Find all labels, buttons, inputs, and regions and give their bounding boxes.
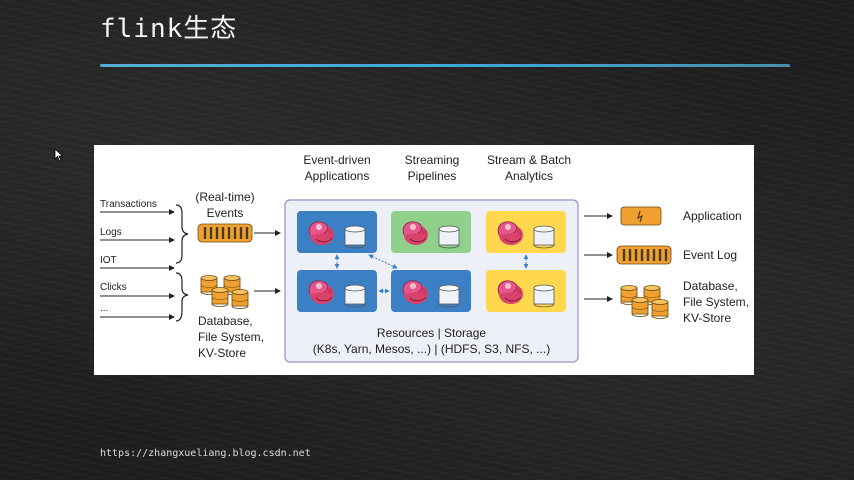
column-title-streaming: Streaming Pipelines: [387, 152, 477, 184]
diagram-graphics: [100, 199, 673, 363]
source-events-label: (Real-time) Events: [190, 189, 260, 221]
output-db-line-1: Database,: [683, 279, 738, 293]
input-label-logs: Logs: [100, 227, 122, 238]
output-db-line-3: KV-Store: [683, 311, 732, 325]
col2-title-line-2: Pipelines: [407, 169, 457, 183]
col1-title-line-2: Applications: [304, 169, 370, 183]
source-db-line-1: Database,: [198, 314, 253, 328]
input-label-more: ...: [100, 303, 109, 314]
col3-title-line-1: Stream & Batch: [486, 153, 572, 167]
title-underline: [100, 64, 790, 67]
source-events-line-2: Events: [206, 206, 244, 220]
flink-ecosystem-diagram: Transactions Logs IOT Clicks ... (Real-t…: [94, 145, 754, 375]
input-label-clicks: Clicks: [100, 282, 127, 293]
source-database-icon: [200, 275, 249, 309]
slide-title: flink生态: [100, 14, 238, 44]
footer-url: https://zhangxueliang.blog.csdn.net: [100, 448, 311, 459]
col2-title-line-1: Streaming: [404, 153, 460, 167]
input-label-transactions: Transactions: [100, 199, 157, 210]
resources-line-1: Resources | Storage: [376, 326, 487, 340]
source-db-label: Database, File System, KV-Store: [198, 313, 264, 361]
resources-storage-label: Resources | Storage (K8s, Yarn, Mesos, .…: [285, 325, 578, 357]
output-db-label: Database, File System, KV-Store: [683, 278, 749, 326]
column-title-event-driven: Event-driven Applications: [292, 152, 382, 184]
output-label-event-log: Event Log: [683, 248, 738, 262]
resources-line-2: (K8s, Yarn, Mesos, ...) | (HDFS, S3, NFS…: [312, 342, 551, 356]
input-label-iot: IOT: [100, 255, 117, 266]
source-db-line-2: File System,: [198, 330, 265, 344]
mouse-cursor-icon: [54, 148, 64, 162]
source-events-line-1: (Real-time): [195, 190, 255, 204]
column-title-analytics: Stream & Batch Analytics: [474, 152, 584, 184]
col1-title-line-1: Event-driven: [303, 153, 371, 167]
input-arrows: [100, 209, 175, 320]
col3-title-line-2: Analytics: [504, 169, 554, 183]
output-database-icon: [620, 285, 669, 319]
output-db-line-2: File System,: [683, 295, 750, 309]
source-db-line-3: KV-Store: [198, 346, 247, 360]
output-label-application: Application: [683, 209, 742, 223]
application-icon: [620, 206, 662, 226]
